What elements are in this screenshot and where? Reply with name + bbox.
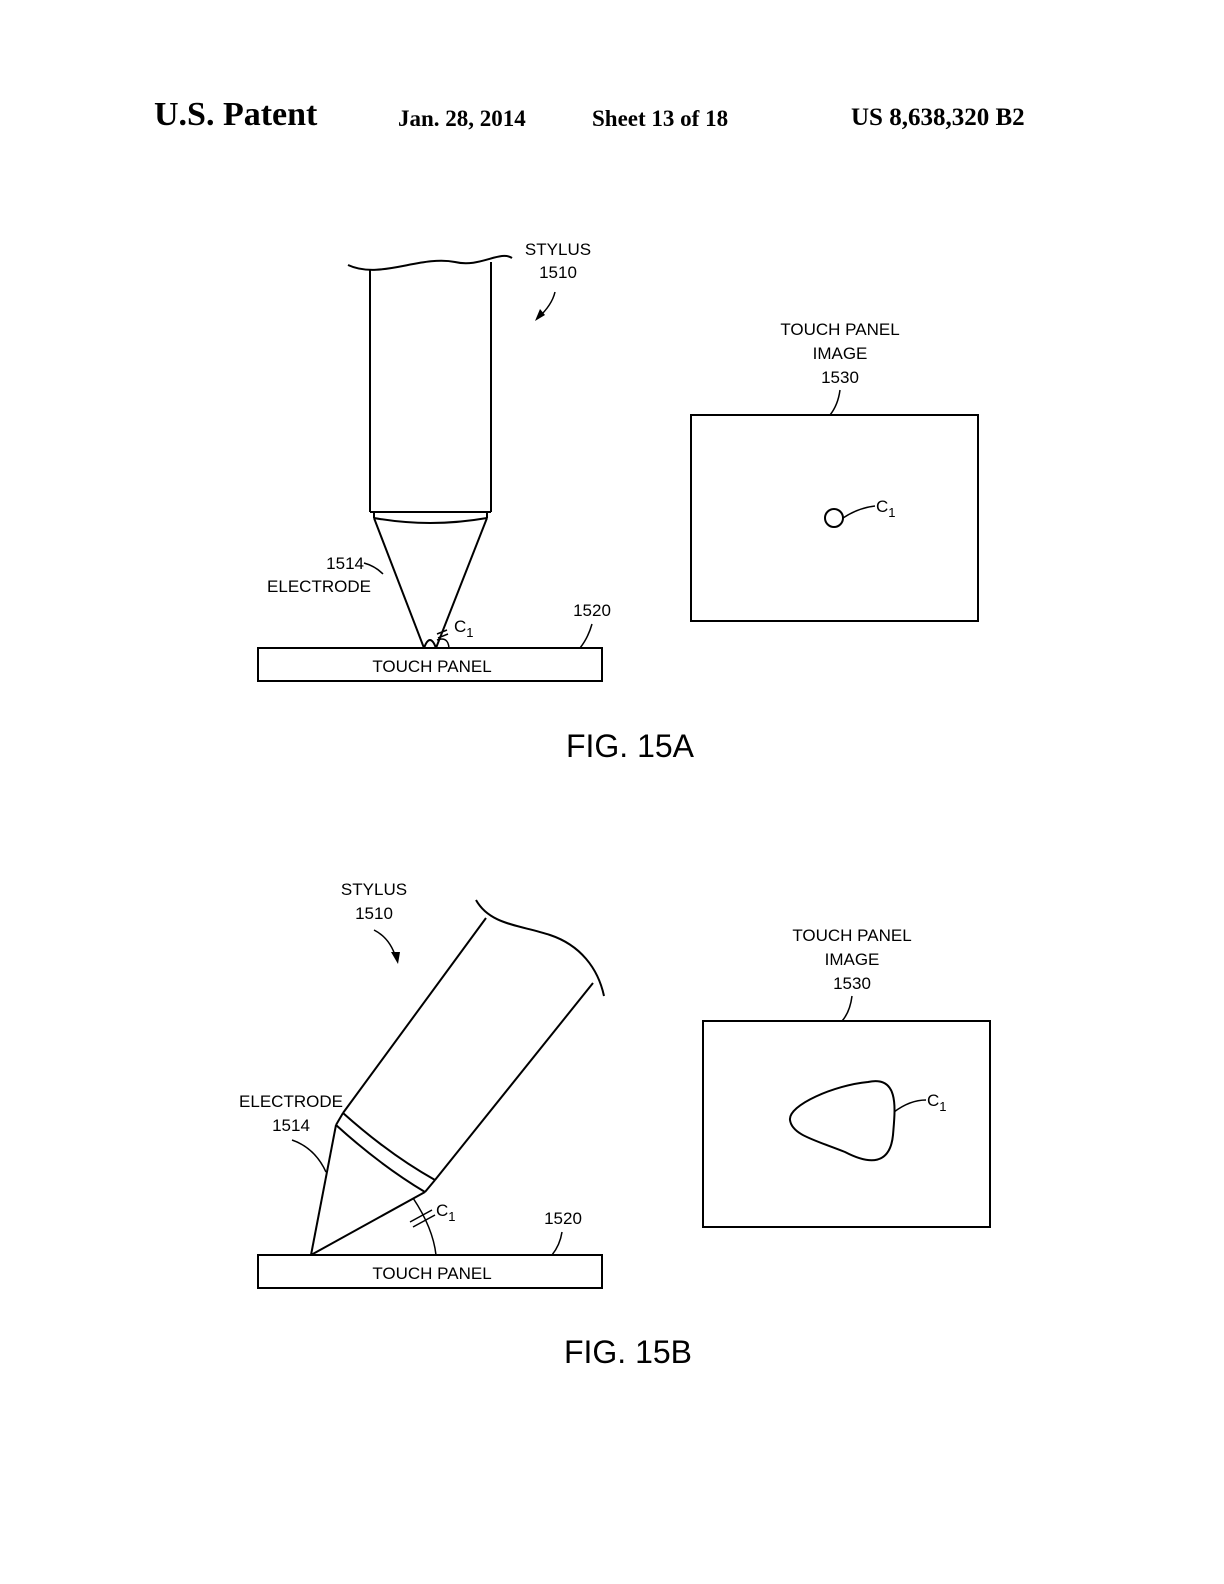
capacitance-arc bbox=[412, 1197, 437, 1256]
panel-label: TOUCH PANEL bbox=[372, 1264, 491, 1283]
image-ref: 1530 bbox=[821, 368, 859, 387]
figure-caption-15a: FIG. 15A bbox=[566, 728, 695, 764]
spot-leader bbox=[893, 1099, 927, 1113]
figure-caption-15b: FIG. 15B bbox=[564, 1334, 692, 1370]
patent-number: US 8,638,320 B2 bbox=[851, 104, 1025, 131]
panel-label: TOUCH PANEL bbox=[372, 657, 491, 676]
touch-panel bbox=[257, 647, 603, 682]
sheet-number: Sheet 13 of 18 bbox=[592, 106, 729, 131]
patent-date: Jan. 28, 2014 bbox=[398, 106, 526, 131]
image-capacitance-label: C1 bbox=[876, 497, 896, 520]
capacitance-label: C1 bbox=[454, 617, 474, 640]
electrode-leader bbox=[291, 1139, 327, 1173]
image-label-line2: IMAGE bbox=[825, 950, 880, 969]
figure-15a: STYLUS 1510 1514 ELECTRODE C1 1520 TOUCH… bbox=[257, 240, 979, 764]
arrowhead bbox=[535, 309, 545, 321]
stylus-label: STYLUS bbox=[525, 240, 591, 259]
touch-panel bbox=[257, 1254, 603, 1289]
stylus-ref: 1510 bbox=[539, 263, 577, 282]
image-leader bbox=[841, 995, 853, 1022]
stylus-ref: 1510 bbox=[355, 904, 393, 923]
panel-ref: 1520 bbox=[544, 1209, 582, 1228]
stylus-tilted bbox=[310, 899, 605, 1256]
panel-ref: 1520 bbox=[573, 601, 611, 620]
image-capacitance-label: C1 bbox=[927, 1091, 947, 1114]
panel-leader bbox=[551, 1231, 563, 1256]
image-label-line2: IMAGE bbox=[813, 344, 868, 363]
touch-spot-small bbox=[824, 508, 844, 528]
stylus-label: STYLUS bbox=[341, 880, 407, 899]
electrode-label: ELECTRODE bbox=[239, 1092, 343, 1111]
stylus-vertical bbox=[347, 254, 513, 649]
electrode-ref: 1514 bbox=[326, 554, 364, 573]
patent-title: U.S. Patent bbox=[154, 96, 318, 133]
spot-leader bbox=[842, 505, 876, 519]
electrode-label: ELECTRODE bbox=[267, 577, 371, 596]
image-label-line1: TOUCH PANEL bbox=[780, 320, 899, 339]
touch-panel-image bbox=[690, 414, 979, 622]
panel-leader bbox=[579, 623, 593, 649]
arrowhead bbox=[391, 952, 400, 964]
capacitance-arc bbox=[436, 638, 450, 649]
figure-15b: STYLUS 1510 ELECTRODE 1514 C1 1520 TOUCH… bbox=[239, 880, 991, 1370]
electrode-ref: 1514 bbox=[272, 1116, 310, 1135]
capacitance-label: C1 bbox=[436, 1201, 456, 1224]
touch-panel-image bbox=[702, 1020, 991, 1228]
electrode-leader bbox=[363, 562, 384, 575]
image-label-line1: TOUCH PANEL bbox=[792, 926, 911, 945]
image-ref: 1530 bbox=[833, 974, 871, 993]
touch-spot-elongated bbox=[789, 1080, 896, 1162]
image-leader bbox=[829, 389, 841, 416]
